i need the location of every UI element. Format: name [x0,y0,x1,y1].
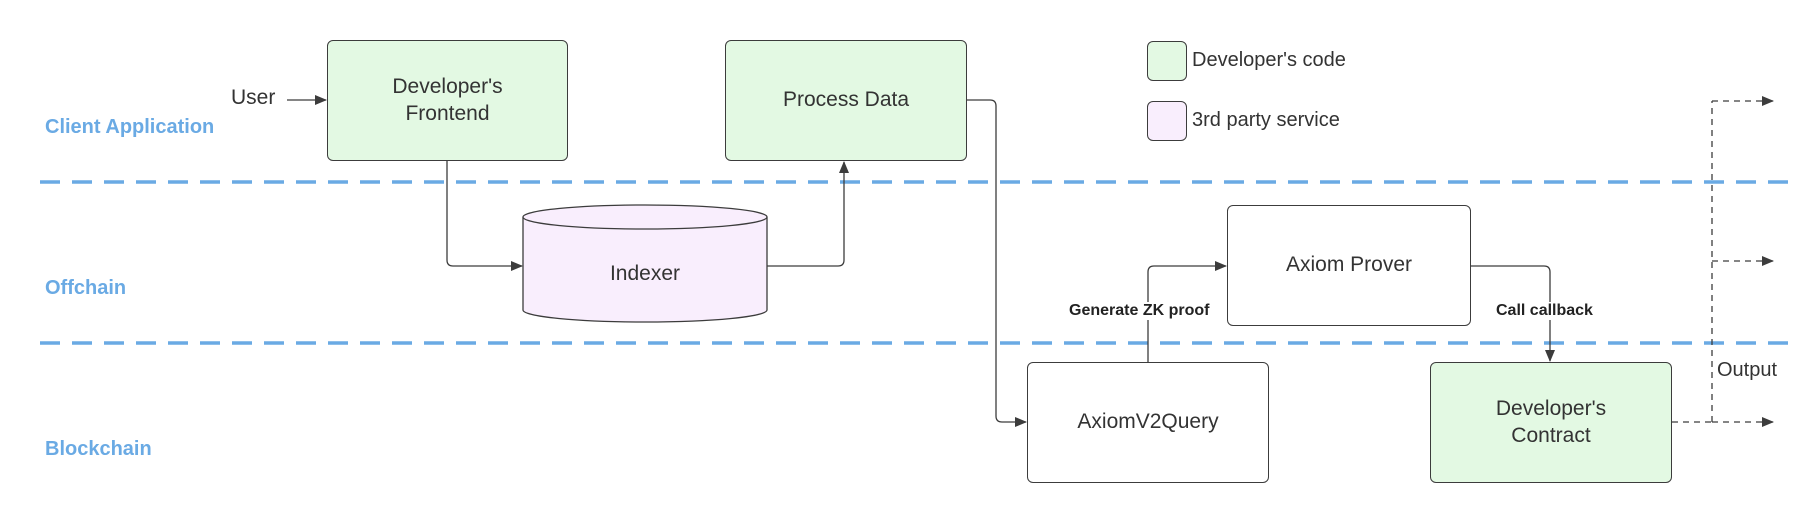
edge-label-call-callback: Call callback [1494,302,1595,320]
node-developer-frontend: Developer's Frontend [327,40,568,161]
legend-label-developer-code: Developer's code [1192,49,1346,71]
edge-processdata-axiomquery [967,99,1027,427]
edge-label-generate-zk-proof: Generate ZK proof [1067,302,1212,320]
node-axiomv2query: AxiomV2Query [1027,362,1269,483]
node-developer-contract: Developer's Contract [1430,362,1672,483]
edge-label-output: Output [1717,359,1778,381]
edge-indexer-processdata [767,161,849,267]
node-axiom-prover: Axiom Prover [1227,205,1471,326]
output-arrows [1672,96,1774,427]
node-process-data: Process Data [725,40,967,161]
legend-swatch-developer-code [1147,41,1187,81]
lane-label-offchain: Offchain [45,277,127,299]
user-label: User [231,86,276,109]
legend-swatch-third-party [1147,101,1187,141]
indexer-cylinder [522,204,768,323]
node-indexer-label: Indexer [609,262,681,285]
edge-frontend-indexer [446,161,523,271]
lane-label-client: Client Application [45,116,215,138]
legend-label-third-party: 3rd party service [1192,109,1340,131]
edge-axiomquery-prover [1147,261,1227,362]
lane-label-blockchain: Blockchain [45,438,152,460]
edge-prover-contract [1471,265,1555,362]
